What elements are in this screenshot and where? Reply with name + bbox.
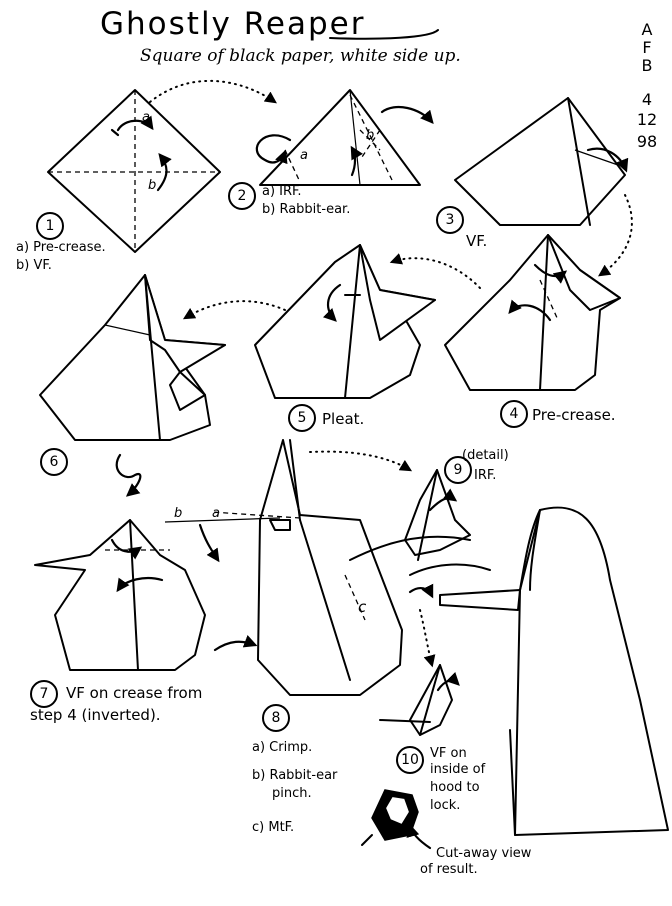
credit-date-year: 98 — [636, 132, 658, 151]
credit-initial-3: B — [641, 56, 653, 75]
step-7-line-1: VF on crease from — [66, 684, 203, 702]
credit-date-day: 4 — [641, 90, 653, 109]
step-9-number: 9 — [444, 456, 472, 484]
step-2-flip-arrow — [380, 105, 434, 125]
page-subtitle: Square of black paper, white side up. — [140, 46, 461, 66]
step-3-line: VF. — [466, 232, 488, 250]
step-2-line-a: a) IRF. — [262, 184, 302, 199]
step-4-to-5-arrow — [389, 253, 481, 289]
step-2-figure — [255, 89, 421, 186]
step-2-label-b: b — [366, 128, 375, 143]
step-4-number: 4 — [500, 400, 528, 428]
step-8-line-c: c) MtF. — [252, 820, 295, 835]
cutaway-note-2: of result. — [420, 862, 478, 877]
step-5-line: Pleat. — [322, 410, 365, 428]
step-1-line-a: a) Pre-crease. — [16, 240, 106, 255]
step-10-number: 10 — [396, 746, 424, 774]
page-title: Ghostly Reaper — [100, 6, 366, 42]
step-8-figure — [164, 439, 403, 696]
credit-initial-2: F — [642, 38, 652, 57]
step-8-to-9-arrow — [309, 450, 413, 472]
step-5-to-6-arrow — [182, 300, 286, 320]
step-7-number: 7 — [30, 680, 58, 708]
cutaway-note-1: Cut-away view — [436, 846, 532, 861]
step-1-figure — [47, 89, 221, 253]
step-10-figure — [379, 664, 460, 736]
credit-date-month: 12 — [636, 110, 658, 129]
step-4-figure — [444, 234, 621, 391]
step-10-line-1: VF on — [430, 746, 467, 761]
step-7-line-2: step 4 (inverted). — [30, 706, 161, 724]
step-1-to-2-arrow — [149, 79, 277, 104]
step-8-number: 8 — [262, 704, 290, 732]
step-8-label-a: a — [212, 506, 220, 521]
step-7-figure — [34, 519, 206, 671]
step-1-label-b: b — [148, 178, 157, 193]
credit-initial-1: A — [641, 20, 653, 39]
step-2-label-a: a — [300, 148, 308, 163]
step-8-label-c: c — [358, 598, 367, 616]
step-8-line-b2: pinch. — [272, 786, 312, 801]
step-6-number: 6 — [40, 448, 68, 476]
step-7-to-8-arrow — [213, 635, 258, 652]
final-reaper-figure — [408, 506, 669, 836]
cutaway-figure — [361, 789, 432, 850]
step-3-figure — [454, 97, 629, 226]
step-8-label-b: b — [174, 506, 183, 521]
step-10-line-4: lock. — [430, 798, 461, 813]
step-8-line-a: a) Crimp. — [252, 740, 313, 755]
step-1-label-a: a — [142, 110, 150, 125]
step-1-line-b: b) VF. — [16, 258, 52, 273]
step-8-line-b: b) Rabbit-ear — [252, 768, 338, 783]
step-3-to-4-arrow — [598, 194, 633, 277]
step-5-figure — [254, 244, 436, 399]
step-9-line: IRF. — [474, 468, 497, 483]
step-4-line: Pre-crease. — [532, 406, 616, 424]
step-6-turn-arrow — [115, 453, 142, 497]
step-5-number: 5 — [288, 404, 316, 432]
step-1-number: 1 — [36, 212, 64, 240]
title-swoosh — [329, 29, 439, 40]
step-9-detail: (detail) — [462, 448, 509, 463]
step-10-line-2: inside of — [430, 762, 486, 777]
step-3-number: 3 — [436, 206, 464, 234]
step-10-line-3: hood to — [430, 780, 480, 795]
step-6-figure — [39, 274, 226, 441]
step-2-line-b: b) Rabbit-ear. — [262, 202, 351, 217]
step-9-figure — [349, 469, 491, 576]
step-2-number: 2 — [228, 182, 256, 210]
step-9-to-10-arrow — [419, 609, 436, 668]
